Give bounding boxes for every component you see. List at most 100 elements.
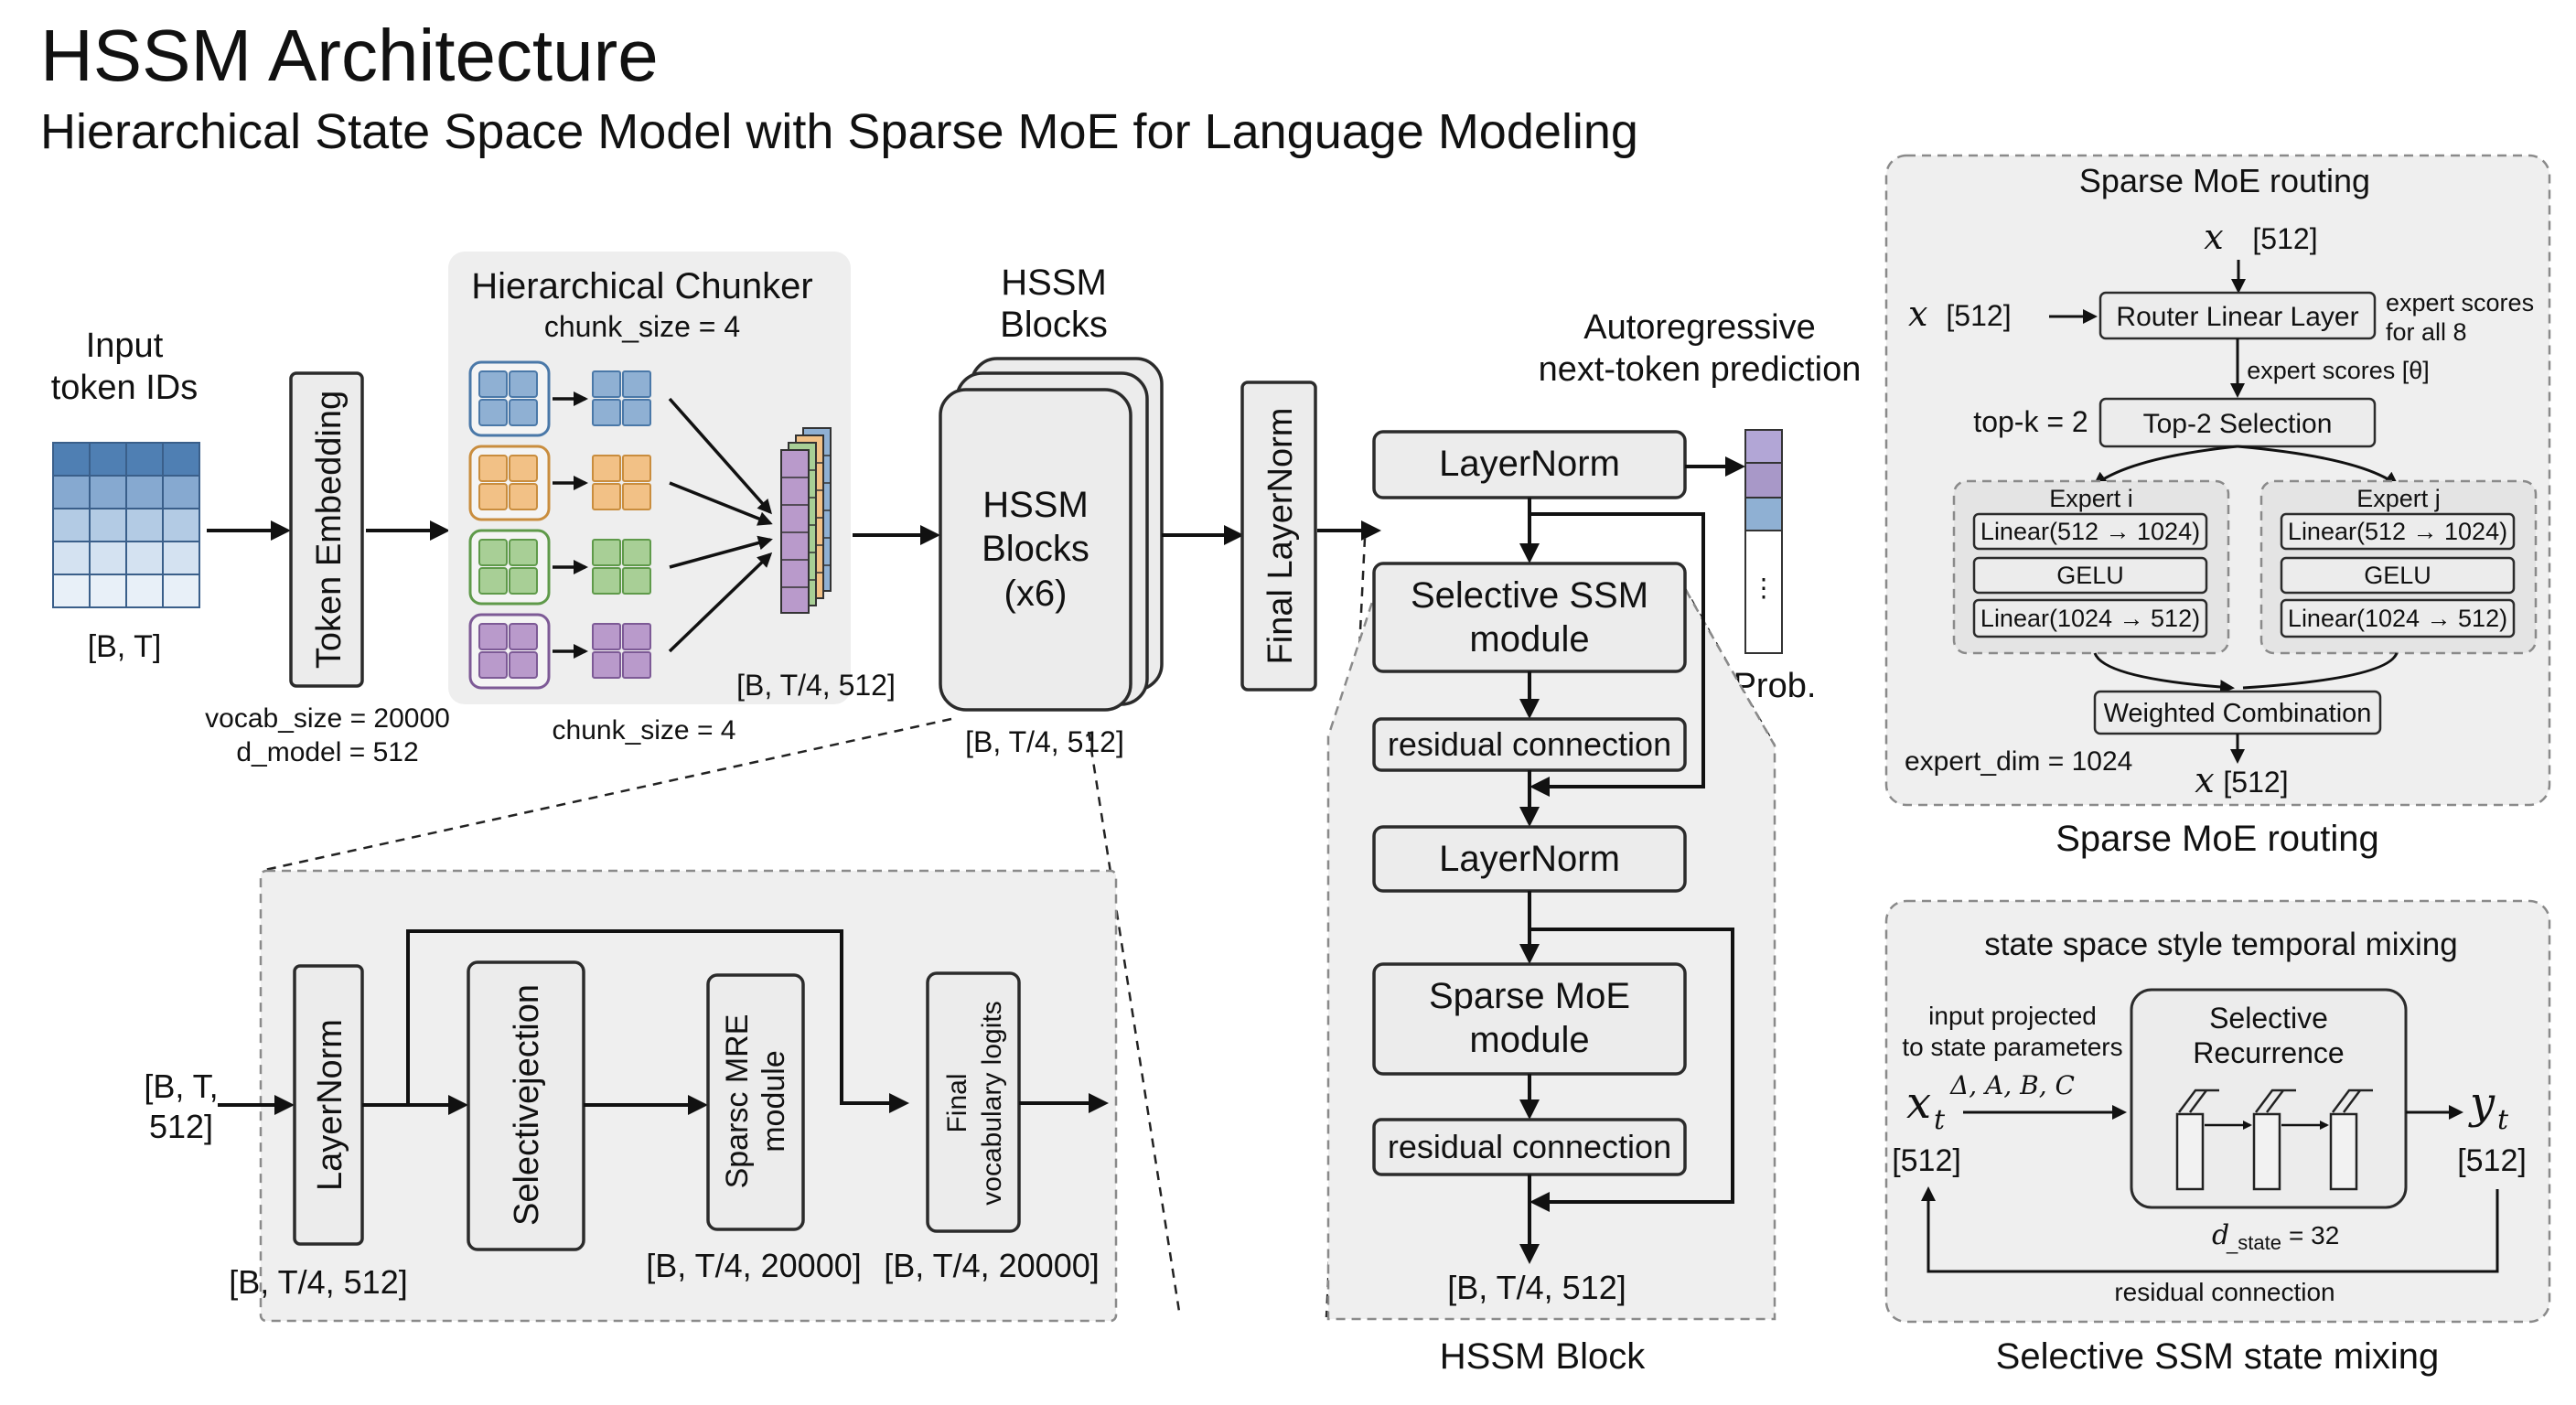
recurrence-state-cell <box>2329 1112 2358 1191</box>
input-grid-cell <box>162 442 200 477</box>
lower-shape-2: [B, T/4, 20000] <box>646 1247 862 1284</box>
ssm-y-dim: [512] <box>2457 1143 2527 1178</box>
recurrence-state-cell <box>2252 1112 2281 1191</box>
arrow-top2-to-expert-j <box>2237 445 2399 487</box>
input-grid-cell <box>162 541 200 575</box>
prob-segment <box>1744 429 1783 464</box>
hssm-block-caption: HSSM Block <box>1440 1336 1646 1377</box>
page-subtitle: Hierarchical State Space Model with Spar… <box>40 104 1638 159</box>
chunk-output-cell <box>622 623 651 650</box>
ssm-xt-symbol: x <box>1906 1078 1931 1129</box>
chunk-tile-cell <box>478 455 508 482</box>
ssm-proj-label: input projected <box>1928 1002 2097 1030</box>
lower-selective-label: Selectivejection <box>508 984 546 1226</box>
ssm-residual-loop <box>1921 1186 2499 1273</box>
dstate-symbol: d <box>2212 1219 2229 1251</box>
expert-dim-label: expert_dim = 1024 <box>1905 746 2132 777</box>
chunk-converge-arrow <box>669 481 773 526</box>
ssm-x-dim: [512] <box>1892 1143 1961 1178</box>
chunk-stack-layer <box>780 449 810 614</box>
block-layernorm-1-label: LayerNorm <box>1439 444 1620 484</box>
router-linear-label: Router Linear Layer <box>2116 302 2358 332</box>
moe-x-out-symbol: x <box>2195 760 2214 800</box>
input-grid-cell <box>89 574 127 608</box>
expert-i-gelu <box>1972 556 2208 595</box>
chunk-tile-cell <box>478 539 508 566</box>
chunker-title: Hierarchical Chunker <box>471 266 812 306</box>
moe-panel-title: Sparse MoE routing <box>2079 162 2370 199</box>
recurrence-state-cell <box>2175 1112 2205 1191</box>
lower-shape-1: [B, T/4, 512] <box>229 1263 407 1301</box>
arrow-expert-j-to-combine <box>2242 652 2399 690</box>
recurrence-input-line <box>2255 1089 2296 1113</box>
blocks-title-2: Blocks <box>1000 305 1108 345</box>
input-grid-cell <box>125 508 164 542</box>
chunk-tile-cell <box>509 623 538 650</box>
block-out-shape: [B, T/4, 512] <box>1447 1269 1626 1306</box>
chunk-tile-cell <box>509 539 538 566</box>
block-residual-1-label: residual connection <box>1388 725 1671 763</box>
block-ssm-label: Selective SSM <box>1411 575 1648 616</box>
block-moe-label: Sparse MoE <box>1429 976 1630 1016</box>
chunk-output-cell <box>592 483 621 510</box>
expert-j-label: Expert j <box>2356 485 2441 512</box>
input-grid-cell <box>162 508 200 542</box>
ssm-proj-label-2: to state parameters <box>1902 1033 2122 1061</box>
input-grid-cell <box>89 442 127 477</box>
prediction-label-2: next-token prediction <box>1539 350 1862 389</box>
input-grid-cell <box>125 574 164 608</box>
chunker-chunk-size-top: chunk_size = 4 <box>544 310 740 343</box>
input-grid-cell <box>125 475 164 509</box>
chunk-output-cell <box>622 483 651 510</box>
chunk-converge-arrow <box>668 552 773 653</box>
final-layernorm-box <box>1240 381 1317 692</box>
chunk-output-cell <box>622 370 651 398</box>
chunk-tile-cell <box>509 651 538 679</box>
chunk-output-cell <box>592 370 621 398</box>
ssm-params-label: Δ, A, B, C <box>1949 1070 2075 1100</box>
input-grid-cell <box>125 442 164 477</box>
expert-i-gelu-label: GELU <box>2056 562 2124 589</box>
expert-i-linear-2 <box>1972 598 2208 638</box>
expert-j-group: Expert j Linear(512 → 1024) GELU Linear(… <box>2259 479 2538 655</box>
moe-routing-caption: Sparse MoE routing <box>2055 819 2379 859</box>
router-scores-theta: expert scores [θ] <box>2247 357 2430 384</box>
input-grid-cell <box>52 508 91 542</box>
moe-x-out-dim: [512] <box>2223 766 2288 799</box>
chunk-converge-arrow <box>669 535 773 569</box>
chunk-tile-cell <box>509 483 538 510</box>
chunk-tile-cell <box>509 455 538 482</box>
prob-dots: ⋮ <box>1751 574 1776 602</box>
chunk-tile-cell <box>478 370 508 398</box>
moe-x-top-symbol: x <box>2204 217 2223 257</box>
input-grid-cell <box>52 442 91 477</box>
input-grid-cell <box>162 574 200 608</box>
dstate-value: = 32 <box>2289 1221 2339 1249</box>
ssm-residual-label: residual connection <box>2114 1278 2334 1306</box>
moe-x-left-dim: [512] <box>1946 299 2011 332</box>
chunk-tile-cell <box>478 399 508 426</box>
expert-j-linear-1 <box>2280 512 2516 551</box>
lower-moe-label: Sparsc MRE <box>720 1014 755 1189</box>
final-layernorm-label: Final LayerNorm <box>1261 408 1300 665</box>
prob-segment <box>1744 497 1783 531</box>
expert-j-linear-2-label: Linear(1024 → 512) <box>2288 605 2507 632</box>
recurrence-input-line-2 <box>2189 1089 2207 1113</box>
expert-j-gelu-label: GELU <box>2364 562 2431 589</box>
block-ssm-label-2: module <box>1469 619 1589 660</box>
expert-j-linear-2 <box>2280 598 2516 638</box>
expert-i-linear-2-label: Linear(1024 → 512) <box>1980 605 2200 632</box>
router-scores-label-2: for all 8 <box>2386 318 2467 346</box>
topk-label: top-k = 2 <box>1973 405 2088 438</box>
blocks-text-1: HSSM <box>982 485 1089 525</box>
input-grid-cell <box>52 475 91 509</box>
skip-connection-2 <box>1530 928 1734 1212</box>
recurrence-input-line-2 <box>2266 1089 2284 1113</box>
top2-selection-label: Top-2 Selection <box>2143 409 2333 439</box>
chunk-output-cell <box>622 455 651 482</box>
recurrence-input-line <box>2178 1089 2219 1113</box>
ssm-yt-subscript: t <box>2497 1104 2509 1136</box>
skip-connection-1 <box>1530 512 1705 797</box>
block-layernorm-2-label: LayerNorm <box>1439 839 1620 879</box>
recurrence-input-line <box>2332 1089 2373 1113</box>
